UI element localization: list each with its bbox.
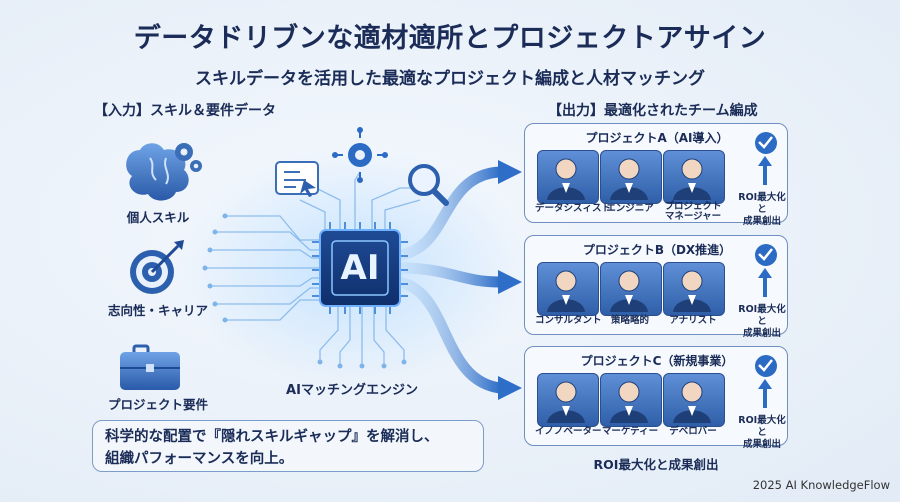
project-panel-c: プロジェクトC（新規事業） イノノベーター マーケティー デベロバー ROI最大… bbox=[524, 346, 788, 450]
role-label: デベロバー bbox=[669, 426, 717, 437]
person-tile-icon bbox=[600, 150, 662, 204]
role-label: プロジェクト マネージャー bbox=[664, 201, 722, 222]
input-heading: 【入力】スキル＆要件データ bbox=[94, 103, 276, 119]
role-label: 策略略的 bbox=[610, 315, 649, 326]
roi-label: ROI最大化と 成果創出 bbox=[738, 192, 786, 227]
page-title: データドリブンな適材適所とプロジェクトアサイン bbox=[133, 23, 767, 54]
role-label: データシスィスト bbox=[535, 203, 612, 214]
briefcase-icon bbox=[120, 344, 180, 390]
callout-line-1: 科学的な配置で『隠れスキルギャップ』を解消し、 bbox=[105, 429, 439, 445]
target-icon bbox=[130, 240, 184, 294]
network-gear-icon bbox=[332, 127, 388, 183]
dashboard-icon bbox=[275, 161, 319, 197]
input-label-skills: 個人スキル bbox=[126, 210, 190, 225]
input-label-requirements: プロジェクト要件 bbox=[107, 397, 208, 412]
check-icon bbox=[755, 132, 777, 154]
role-label: エンジニア bbox=[606, 203, 654, 214]
ai-chip-text: AI bbox=[340, 248, 380, 288]
person-tile-icon bbox=[537, 150, 599, 204]
person-tile-icon bbox=[600, 262, 662, 316]
check-icon bbox=[755, 244, 777, 266]
role-label: アナリスト bbox=[669, 315, 717, 326]
person-tile-icon bbox=[537, 373, 599, 427]
brain-gears-icon bbox=[126, 143, 202, 201]
callout-line-2: 組織パフォーマンスを向上。 bbox=[105, 451, 294, 467]
input-label-career: 志向性・キャリア bbox=[107, 303, 208, 318]
project-title: プロジェクトC（新規事業） bbox=[580, 354, 734, 368]
role-label: コンサルタント bbox=[535, 315, 602, 326]
engine-label: AIマッチングエンジン bbox=[286, 383, 418, 398]
project-title: プロジェクトA（AI導入） bbox=[585, 131, 729, 145]
roi-label: ROI最大化と 成果創出 bbox=[738, 415, 786, 450]
person-tile-icon bbox=[663, 373, 725, 427]
person-tile-icon bbox=[600, 373, 662, 427]
footer-credit: 2025 AI KnowledgeFlow bbox=[752, 478, 890, 492]
role-label: マーケティー bbox=[601, 426, 659, 437]
callout-box: 科学的な配置で『隠れスキルギャップ』を解消し、 組織パフォーマンスを向上。 bbox=[92, 420, 484, 472]
check-icon bbox=[755, 355, 777, 377]
output-heading: 【出力】最適化されたチーム編成 bbox=[548, 103, 758, 119]
role-label: イノノベーター bbox=[535, 426, 602, 437]
magnifier-icon bbox=[408, 164, 449, 206]
project-panel-b: プロジェクトB（DX推進） コンサルタント 策略略的 アナリスト ROI最大化と… bbox=[524, 235, 788, 339]
person-tile-icon bbox=[537, 262, 599, 316]
person-tile-icon bbox=[663, 150, 725, 204]
ai-chip-icon bbox=[312, 222, 408, 314]
person-tile-icon bbox=[663, 262, 725, 316]
roi-label: ROI最大化と 成果創出 bbox=[738, 304, 786, 339]
project-title: プロジェクトB（DX推進） bbox=[582, 243, 732, 257]
bottom-roi-label: ROI最大化と成果創出 bbox=[593, 457, 719, 472]
page-subtitle: スキルデータを活用した最適なプロジェクト編成と人材マッチング bbox=[195, 69, 705, 89]
project-panel-a: プロジェクトA（AI導入） データシスィスト エンジニア プロジェクト マネージ… bbox=[524, 123, 788, 227]
